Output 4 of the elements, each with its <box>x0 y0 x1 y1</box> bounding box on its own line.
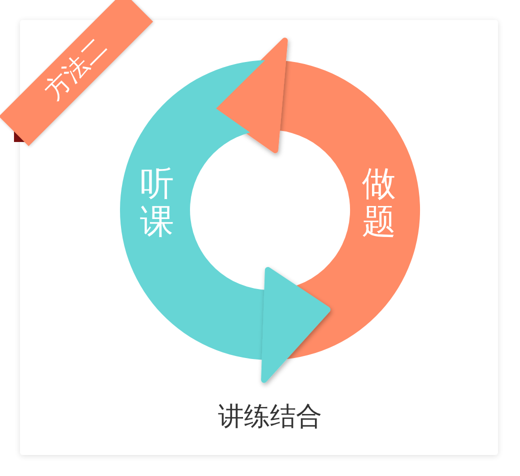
curved-arrow <box>120 60 330 383</box>
arrow-label: 听课 <box>140 165 174 241</box>
caption: 讲练结合 <box>217 401 323 434</box>
arrow-label: 做题 <box>362 165 396 241</box>
